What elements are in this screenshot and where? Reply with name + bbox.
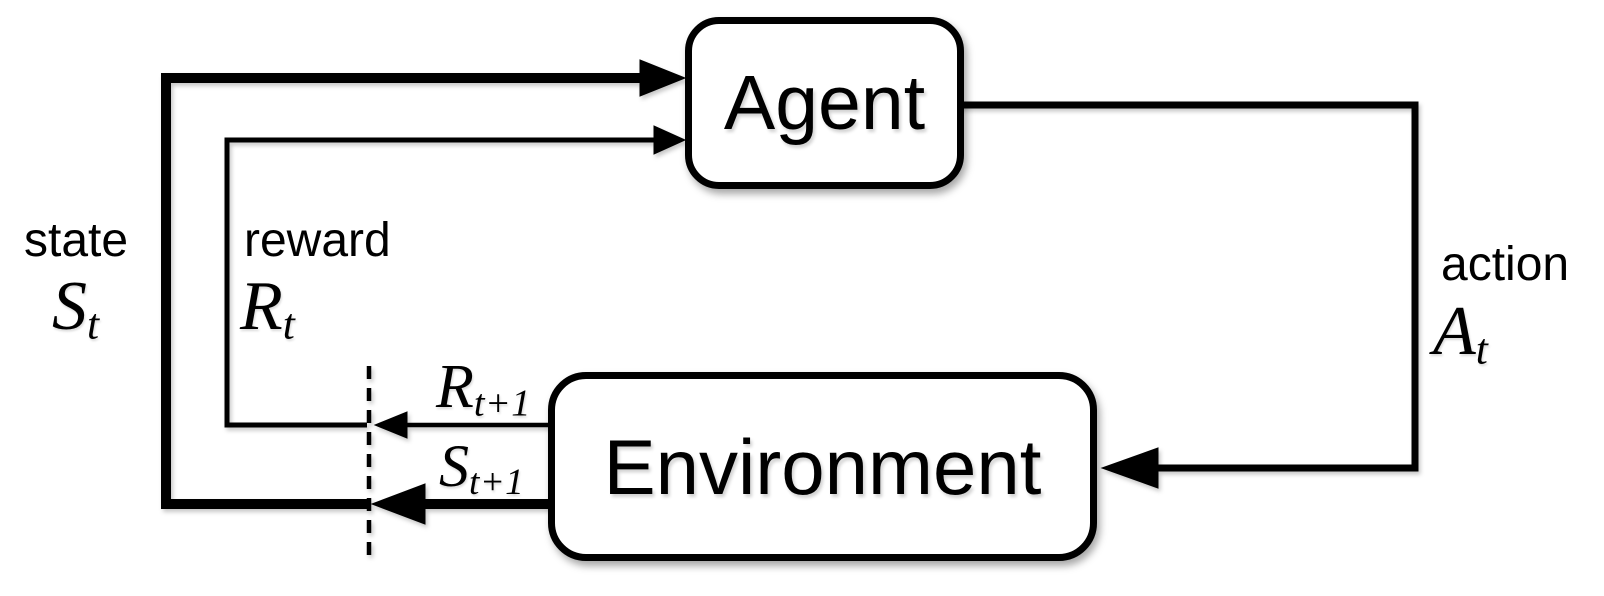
reward-symbol-label: Rt <box>240 272 295 347</box>
state-loop-line <box>161 73 642 509</box>
reward-symbol: R <box>240 268 283 345</box>
state-symbol-label: St <box>52 272 100 347</box>
next-state-symbol: S <box>439 433 469 499</box>
reward-word-label: reward <box>244 214 391 267</box>
environment-box-label: Environment <box>603 422 1042 511</box>
reward-arrowhead-into-agent <box>653 125 687 155</box>
next-reward-subscript: t+1 <box>473 382 531 425</box>
state-subscript: t <box>87 300 100 349</box>
state-word-label: state <box>24 214 129 267</box>
action-subscript: t <box>1475 325 1489 374</box>
agent-box: Agent <box>685 17 964 189</box>
next-reward-symbol-label: Rt+1 <box>436 356 531 423</box>
reward-subscript: t <box>282 300 296 349</box>
action-arrowhead-into-environment <box>1100 447 1159 489</box>
action-loop-line <box>957 101 1419 472</box>
next-state-subscript: t+1 <box>469 462 525 504</box>
reward-loop-line <box>224 137 656 428</box>
next-state-symbol-label: St+1 <box>439 436 524 501</box>
state-symbol: S <box>52 268 87 345</box>
state-arrowhead-into-agent <box>639 59 687 97</box>
action-symbol-label: At <box>1433 297 1488 372</box>
next-state-arrowhead <box>370 483 426 525</box>
environment-box: Environment <box>548 372 1097 561</box>
action-word-label: action <box>1441 238 1570 291</box>
next-reward-arrowhead <box>373 411 408 439</box>
next-reward-symbol: R <box>436 353 474 421</box>
agent-box-label: Agent <box>723 59 926 146</box>
action-symbol: A <box>1433 293 1476 370</box>
